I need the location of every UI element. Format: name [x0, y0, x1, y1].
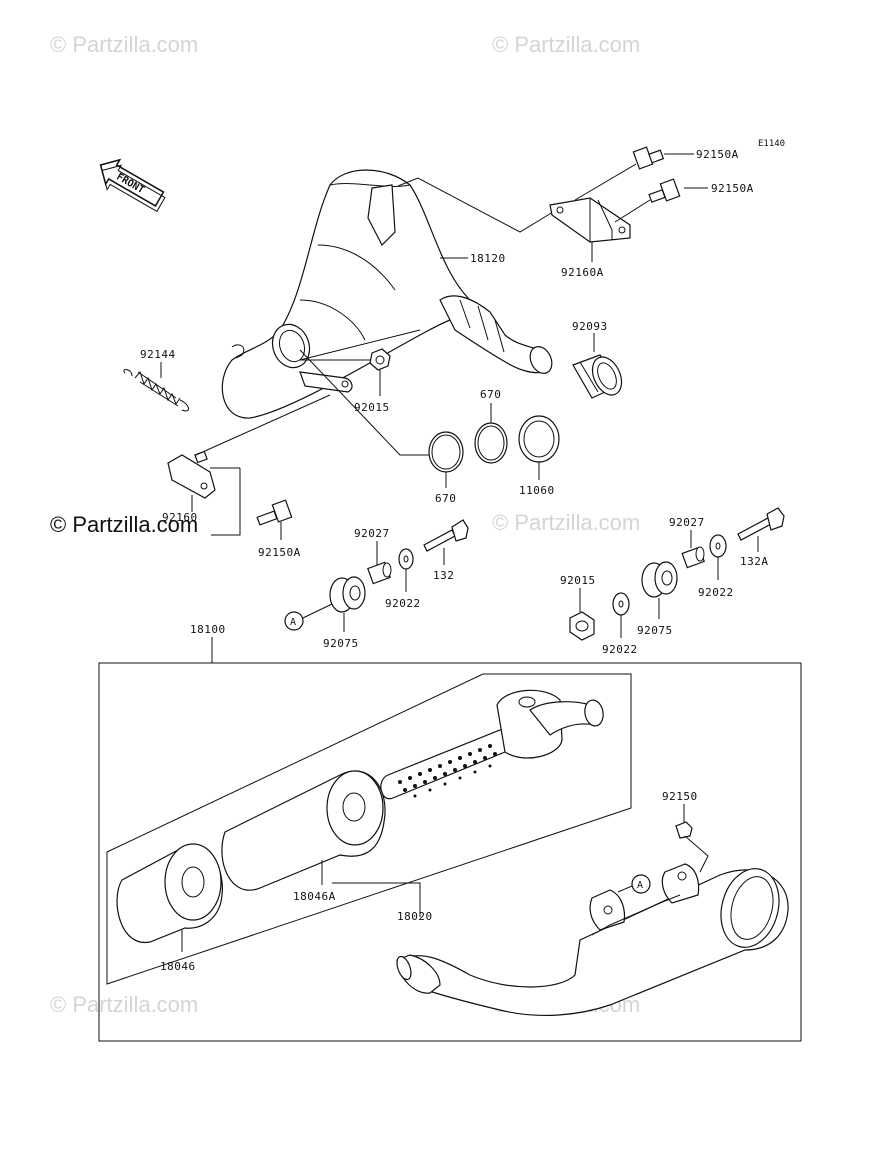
watermark-mid-left: © Partzilla.com [50, 512, 198, 537]
packing-18046a [221, 770, 386, 891]
bolt-92150a-top [574, 146, 665, 201]
damper-92075-right [641, 561, 678, 598]
part-label-18120: 18120 [470, 252, 506, 265]
silencer-internals-frame [106, 673, 632, 985]
silencer-18020 [396, 863, 789, 1017]
part-label-92150: 92150 [662, 790, 698, 803]
bolt-92150a-right [614, 178, 681, 223]
nut-92015-top [369, 348, 391, 371]
part-label-92022-right: 92022 [698, 586, 734, 599]
front-arrow-icon: FRONT [99, 158, 166, 213]
part-label-132a: 132A [740, 555, 769, 568]
bolt-132 [423, 519, 469, 552]
part-label-92160: 92160 [162, 511, 198, 524]
watermark-top-left: © Partzilla.com [50, 32, 198, 57]
part-label-92150a-top: 92150A [696, 148, 739, 161]
part-label-670-top: 670 [480, 388, 501, 401]
callout-a-bottom: A [631, 874, 651, 894]
part-label-92027-right: 92027 [669, 516, 705, 529]
perforated-inner-pipe [380, 689, 604, 800]
bolt-132a [737, 507, 785, 541]
part-label-92075-left: 92075 [323, 637, 359, 650]
part-label-92015-top: 92015 [354, 401, 390, 414]
packing-18046 [116, 843, 223, 943]
part-label-92075-right: 92075 [637, 624, 673, 637]
part-label-18046: 18046 [160, 960, 196, 973]
part-label-92015-bottom: 92015 [560, 574, 596, 587]
damper-92075-left [329, 576, 366, 613]
bracket-92160 [167, 450, 216, 499]
collar-92027-left [367, 561, 392, 585]
joint-92093 [572, 354, 623, 399]
callout-a-top: A [284, 611, 304, 631]
part-label-92093: 92093 [572, 320, 608, 333]
part-label-92150a-left: 92150A [258, 546, 301, 559]
part-label-18020: 18020 [397, 910, 433, 923]
spring-92144 [123, 369, 189, 412]
nut-92015-bottom [569, 611, 595, 641]
part-label-92022-left: 92022 [385, 597, 421, 610]
collar-92027-right [681, 546, 705, 569]
watermark-bottom-left: © Partzilla.com [50, 992, 198, 1017]
part-label-132: 132 [433, 569, 454, 582]
bolt-92150a-left [256, 499, 293, 526]
callout-a-label-top: A [290, 617, 296, 628]
part-label-92144: 92144 [140, 348, 176, 361]
part-label-11060: 11060 [519, 484, 555, 497]
silencer-assembly-box [98, 662, 802, 1042]
bracket-92160a [549, 197, 631, 243]
callout-a-label-bottom: A [637, 880, 643, 891]
watermark-mid-right: © Partzilla.com [492, 510, 640, 535]
part-label-18046a: 18046A [293, 890, 336, 903]
part-label-670-bottom: 670 [435, 492, 456, 505]
watermark-top-right: © Partzilla.com [492, 32, 640, 57]
expansion-chamber [221, 169, 553, 419]
reference-code: E1140 [758, 139, 785, 149]
part-label-92027-left: 92027 [354, 527, 390, 540]
part-label-18100: 18100 [190, 623, 226, 636]
part-label-92022-bottom: 92022 [602, 643, 638, 656]
part-label-92160a: 92160A [561, 266, 604, 279]
part-label-92150a-right: 92150A [711, 182, 754, 195]
bolt-92150 [675, 821, 693, 839]
